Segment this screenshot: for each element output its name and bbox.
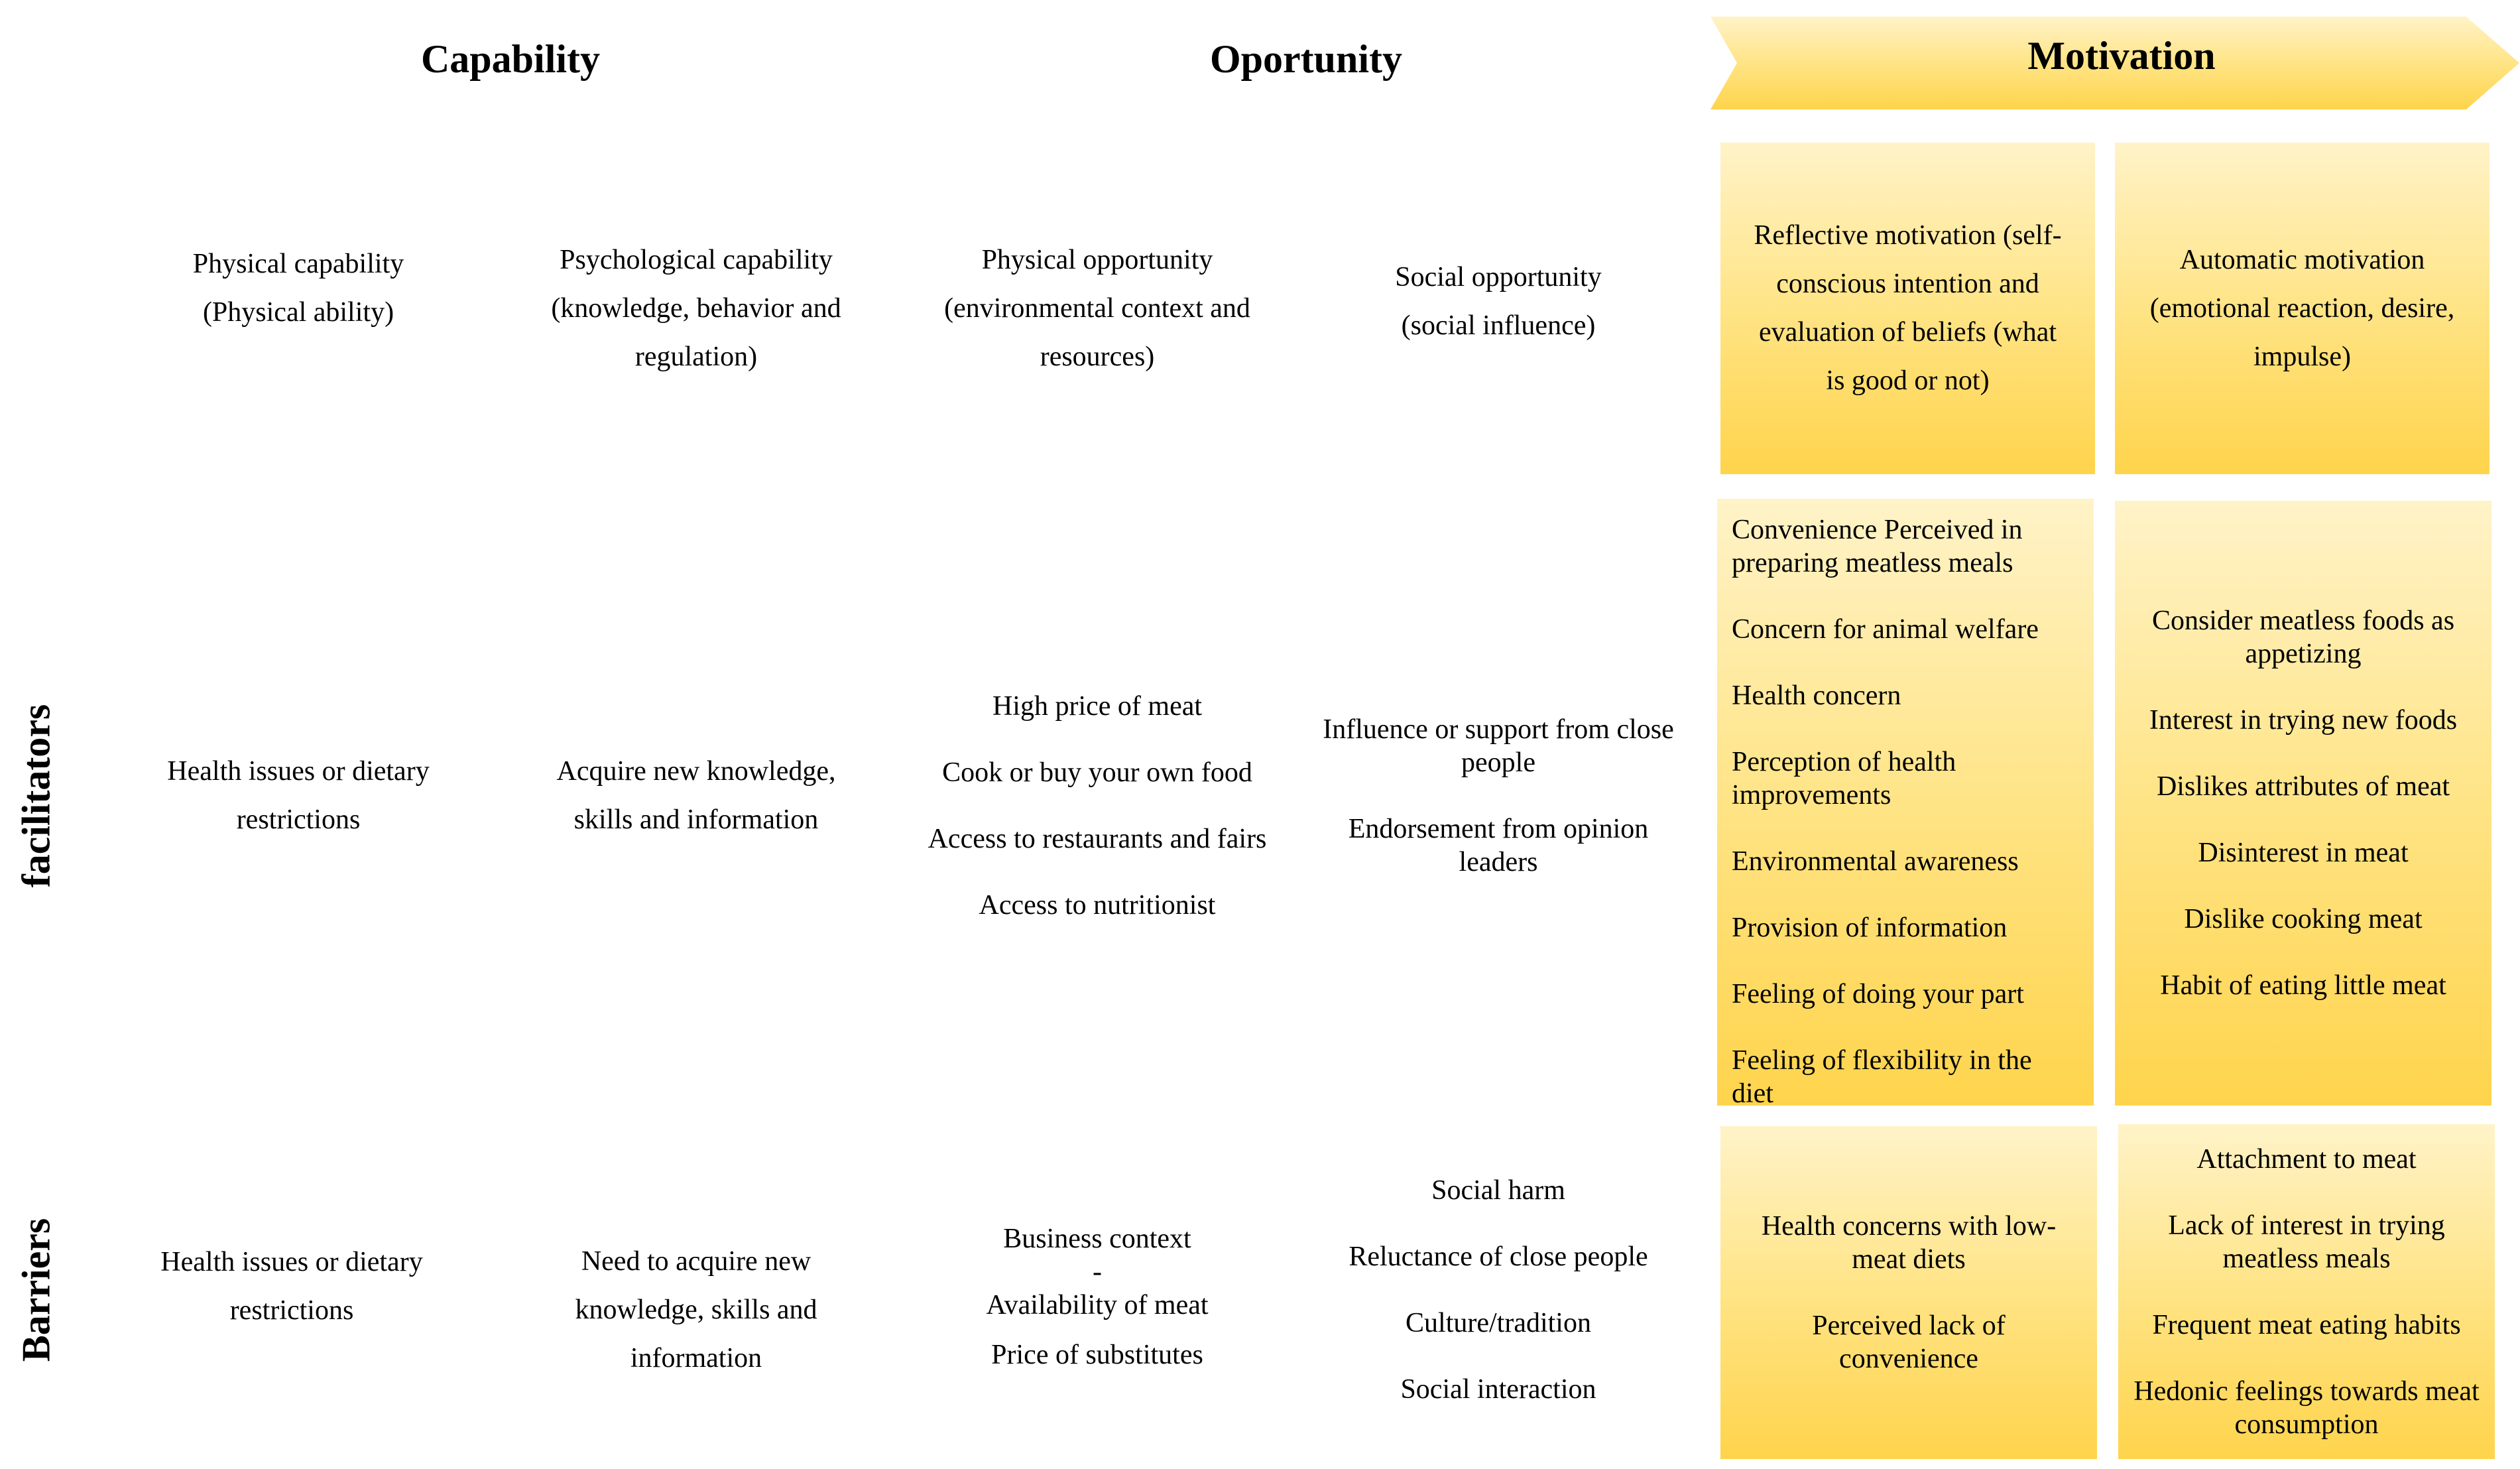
list-item: Perceived lack of convenience <box>1812 1310 2006 1374</box>
list-item: Lack of interest in trying meatless meal… <box>2168 1210 2445 1274</box>
subheader-reflective-motivation: Reflective motivation (self- conscious i… <box>1720 143 2095 474</box>
header-motivation: Motivation <box>2027 34 2216 78</box>
row-label-barriers: Barriers <box>14 1218 58 1362</box>
list-item: Dislike cooking meat <box>2184 904 2423 934</box>
list-item: Consider meatless foods as appetizing <box>2151 606 2455 669</box>
facilitator-physical-opportunity: High price of meat Cook or buy your own … <box>918 650 1276 962</box>
subheader-physical-opportunity: Physical opportunity (environmental cont… <box>944 244 1250 372</box>
row-label-facilitators: facilitators <box>14 704 58 888</box>
subheader-social-opportunity: Social opportunity (social influence) <box>1395 262 1602 341</box>
list-item: Business context - Availability of meat <box>986 1223 1209 1320</box>
list-item: Price of substitutes <box>991 1339 1203 1370</box>
header-capability: Capability <box>420 37 601 81</box>
list-item: Cook or buy your own food <box>942 757 1252 788</box>
barrier-automatic-motivation: Attachment to meat Lack of interest in t… <box>2118 1124 2495 1459</box>
list-item: Access to restaurants and fairs <box>928 824 1267 854</box>
barrier-physical-capability: Health issues or dietary restrictions <box>160 1247 423 1326</box>
list-item: High price of meat <box>992 691 1203 722</box>
facilitator-physical-capability: Health issues or dietary restrictions <box>167 756 430 835</box>
facilitator-psychological-capability: Acquire new knowledge, skills and inform… <box>556 756 836 835</box>
list-item: Endorsement from opinion leaders <box>1348 814 1649 877</box>
list-item: Frequent meat eating habits <box>2152 1309 2461 1340</box>
barrier-psychological-capability: Need to acquire new knowledge, skills an… <box>575 1245 817 1373</box>
barrier-social-opportunity: Social harm Reluctance of close people C… <box>1316 1157 1681 1423</box>
list-item: Social interaction <box>1400 1374 1596 1405</box>
list-item: Habit of eating little meat <box>2160 970 2446 1001</box>
subheader-automatic-motivation: Automatic motivation (emotional reaction… <box>2115 143 2490 474</box>
list-item: Environmental awareness <box>1732 846 2019 877</box>
list-item: Health concerns with low-meat diets <box>1761 1211 2057 1275</box>
list-item: Culture/tradition <box>1406 1308 1591 1338</box>
list-item: Social harm <box>1431 1175 1565 1206</box>
subheader-psychological-capability: Psychological capability (knowledge, beh… <box>551 244 841 372</box>
header-opportunity: Oportunity <box>1209 37 1403 81</box>
list-item: Disinterest in meat <box>2198 838 2409 868</box>
list-item: Access to nutritionist <box>979 890 1216 921</box>
motivation-chevron <box>1710 17 2519 109</box>
facilitator-reflective-motivation: Convenience Perceived in preparing meatl… <box>1717 499 2094 1109</box>
list-item: Influence or support from close people <box>1323 714 1674 778</box>
list-item: Provision of information <box>1732 913 2008 943</box>
list-item: Interest in trying new foods <box>2149 705 2458 735</box>
facilitator-automatic-motivation: Consider meatless foods as appetizing In… <box>2115 501 2491 1106</box>
barrier-reflective-motivation: Health concerns with low-meat diets Perc… <box>1720 1126 2097 1459</box>
subheader-physical-capability: Physical capability (Physical ability) <box>192 249 404 328</box>
list-item: Concern for animal welfare <box>1732 614 2039 645</box>
list-item: Dislikes attributes of meat <box>2156 771 2450 802</box>
list-item: Attachment to meat <box>2196 1143 2417 1175</box>
list-item: Feeling of flexibility in the diet <box>1732 1045 2032 1109</box>
list-item: Hedonic feelings towards meat consumptio… <box>2133 1375 2480 1440</box>
list-item: Health concern <box>1732 680 1901 711</box>
dash-separator: - <box>1093 1256 1102 1287</box>
list-item: Feeling of doing your part <box>1732 979 2024 1009</box>
facilitator-social-opportunity: Influence or support from close people E… <box>1316 703 1681 889</box>
list-item: Convenience Perceived in preparing meatl… <box>1732 515 2023 578</box>
barrier-physical-opportunity: Business context - Availability of meat … <box>918 1187 1276 1406</box>
list-item: Perception of health improvements <box>1732 747 1956 810</box>
list-item: Reluctance of close people <box>1349 1242 1648 1272</box>
